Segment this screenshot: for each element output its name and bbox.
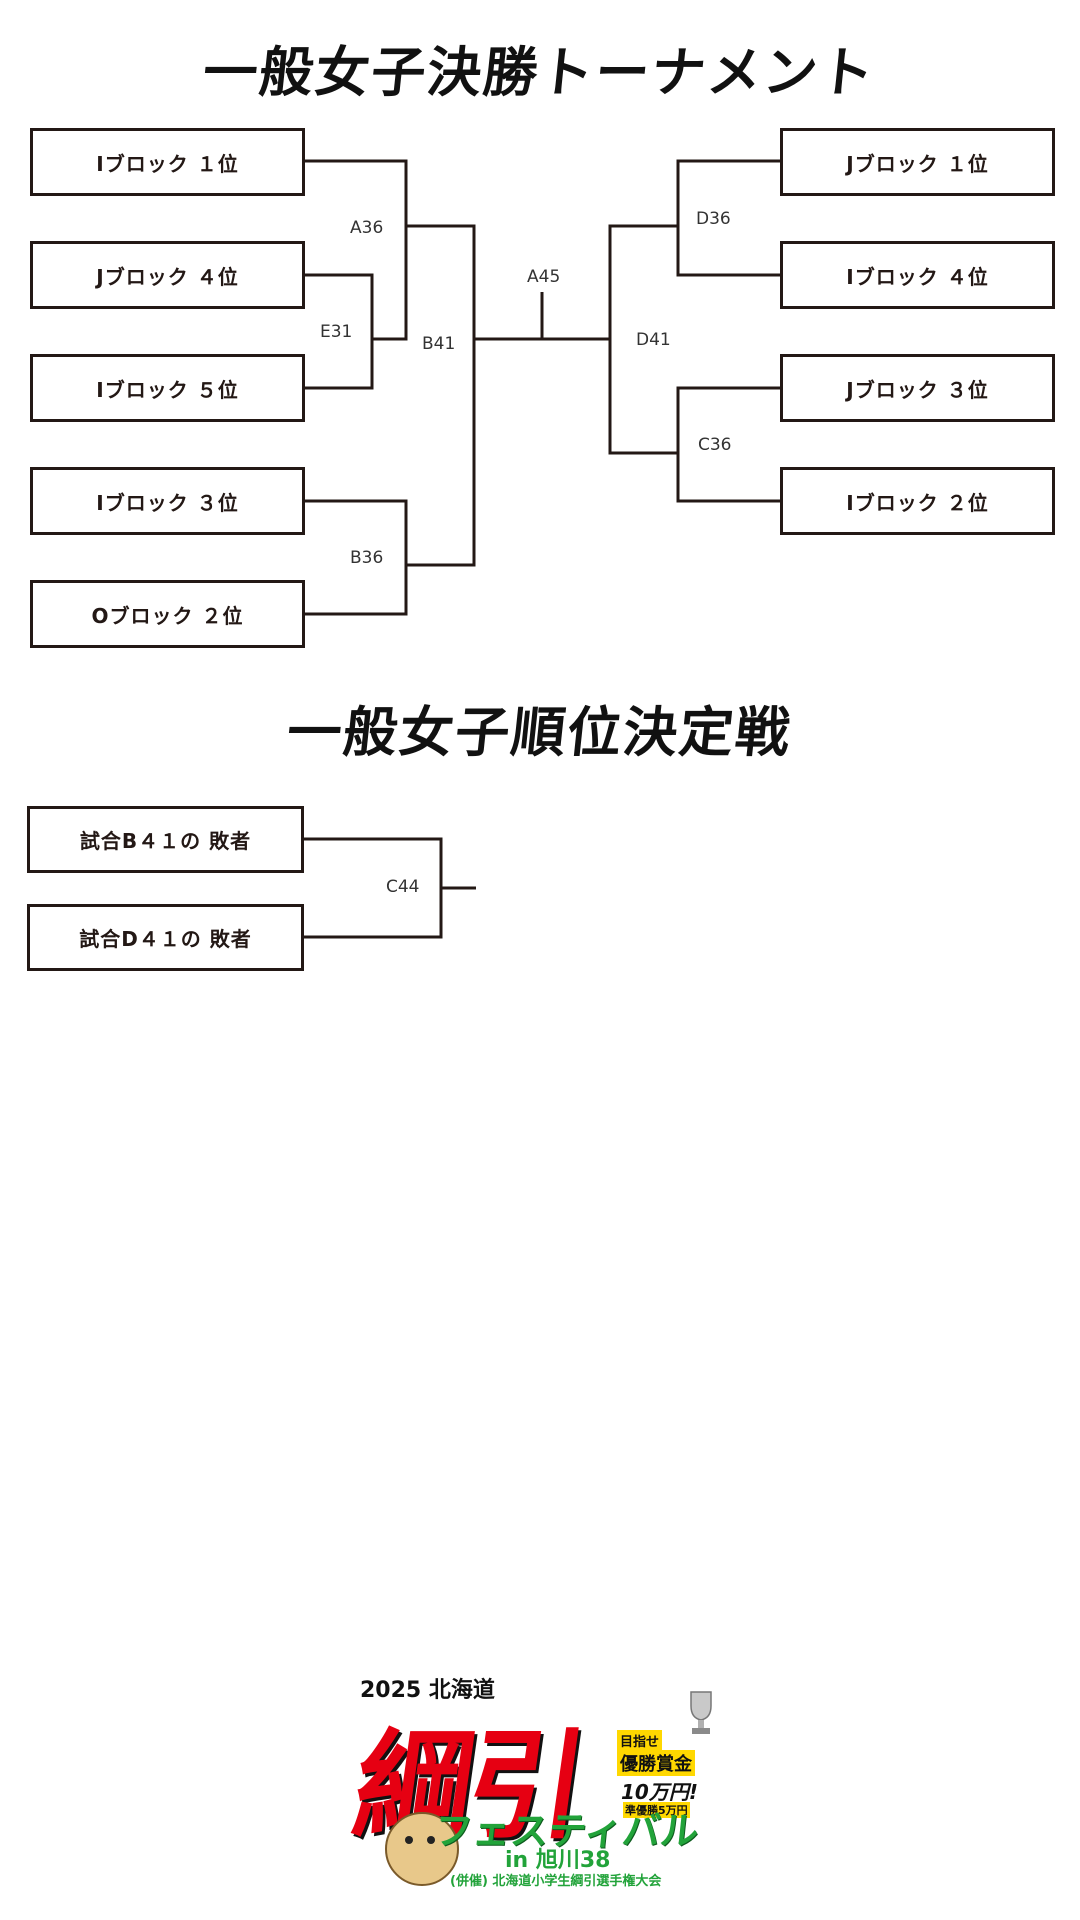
team-right-4: Iブロック ２位: [780, 467, 1055, 535]
team-left-3: Iブロック ５位: [30, 354, 305, 422]
trophy-icon: [690, 1691, 712, 1734]
match-label-c36: C36: [698, 435, 732, 455]
line-b36: [305, 499, 408, 616]
team-left-2: Jブロック ４位: [30, 241, 305, 309]
match-label-b41: B41: [422, 334, 456, 354]
placement-title: 一般女子順位決定戦: [284, 701, 795, 764]
badge-line-3: 10万円!: [621, 1780, 698, 1804]
logo-subtitle: (併催) 北海道小学生綱引選手権大会: [450, 1874, 662, 1889]
line-b41: [406, 224, 476, 567]
badge-line-1: 目指せ: [617, 1730, 663, 1751]
festival-logo: 2025 北海道 綱引 目指せ 優勝賞金 10万円! 準優勝5万円 フェスティバ…: [346, 1672, 735, 1892]
team-right-2: Iブロック ４位: [780, 241, 1055, 309]
line-d36: [676, 159, 780, 277]
team-right-1: Jブロック １位: [780, 128, 1055, 196]
team-left-5: Oブロック ２位: [30, 580, 305, 648]
team-right-3: Jブロック ３位: [780, 354, 1055, 422]
match-label-a36: A36: [350, 218, 384, 238]
line-c44: [303, 837, 443, 939]
match-label-a45: A45: [527, 267, 561, 287]
badge-line-4: 準優勝5万円: [623, 1802, 690, 1818]
bracket-lines: [303, 159, 780, 939]
match-label-e31: E31: [320, 322, 353, 342]
badge-line-2: 優勝賞金: [617, 1750, 695, 1776]
team-left-1: Iブロック １位: [30, 128, 305, 196]
prize-badge: 目指せ 優勝賞金 10万円! 準優勝5万円: [617, 1730, 717, 1820]
line-e31: [305, 273, 374, 390]
logo-year: 2025 北海道: [360, 1678, 495, 1703]
match-label-b36: B36: [350, 548, 384, 568]
match-label-d36: D36: [696, 209, 731, 229]
team-left-4: Iブロック ３位: [30, 467, 305, 535]
logo-city-text: in 旭川38: [505, 1848, 611, 1873]
placement-team-1: 試合B４１の 敗者: [27, 806, 304, 873]
mascot-icon: [385, 1812, 459, 1886]
match-label-c44: C44: [386, 877, 420, 897]
match-label-d41: D41: [636, 330, 671, 350]
line-a36: [305, 159, 408, 341]
placement-team-2: 試合D４１の 敗者: [27, 904, 304, 971]
line-c36: [676, 386, 780, 503]
